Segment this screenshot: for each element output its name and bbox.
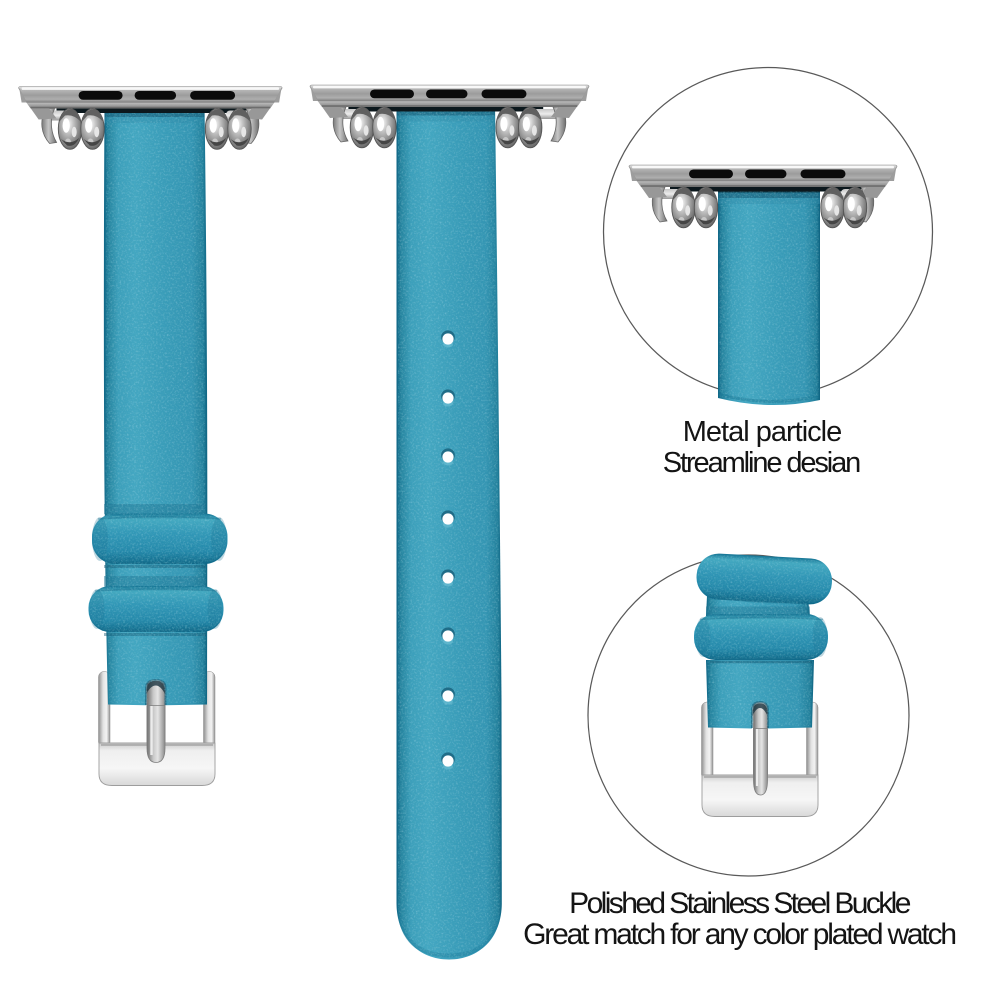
svg-text:Polished Stainless Steel Buckl: Polished Stainless Steel Buckle (569, 887, 911, 920)
svg-text:Streamline desian: Streamline desian (663, 447, 860, 479)
svg-text:Great match for any color plat: Great match for any color plated watch (523, 918, 955, 951)
svg-text:Metal particle: Metal particle (683, 416, 841, 448)
